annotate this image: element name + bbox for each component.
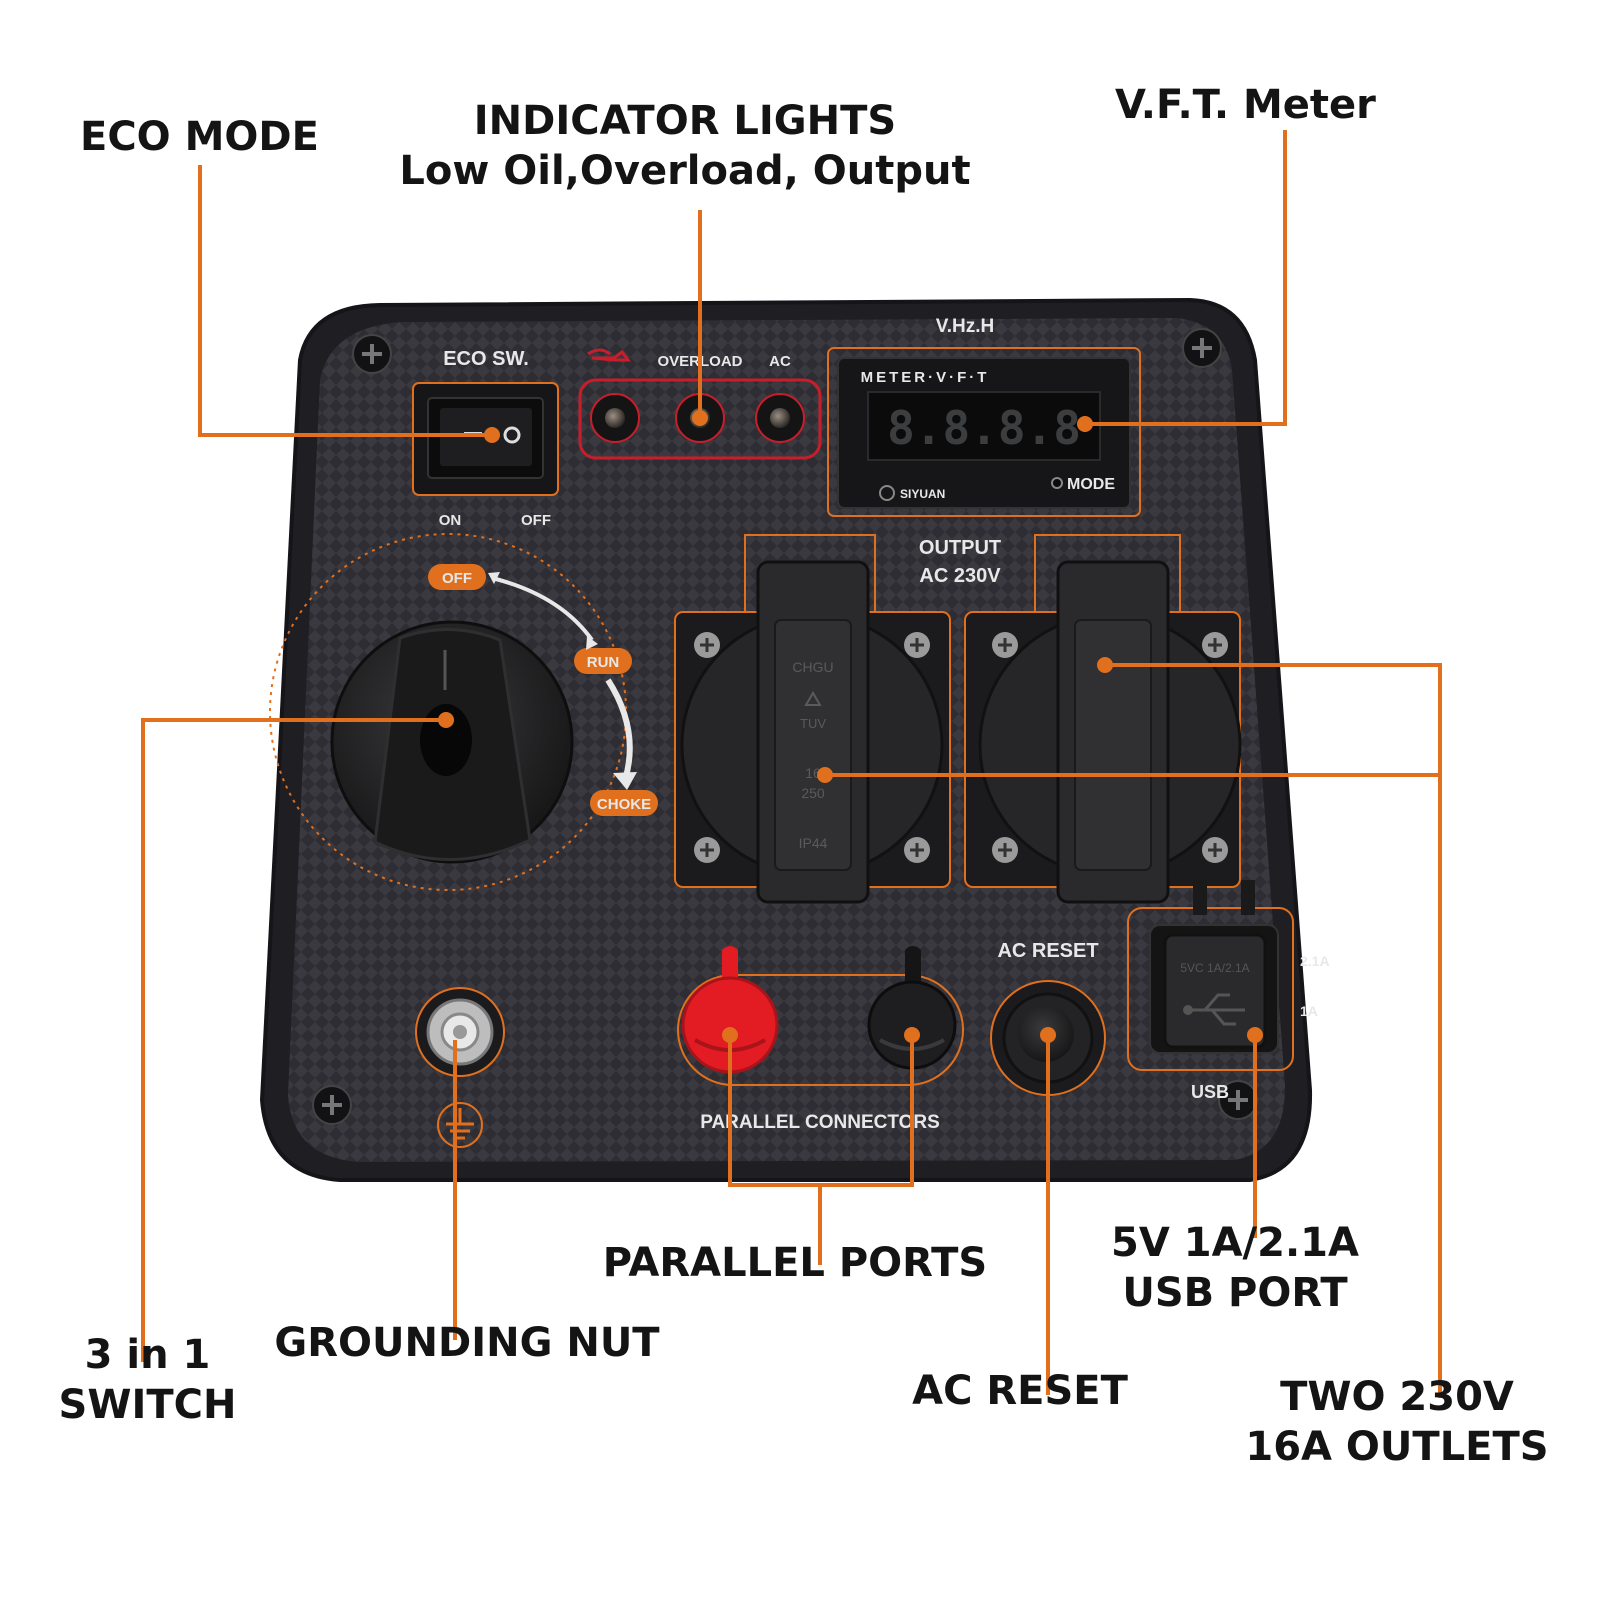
socket-rating-a: 16 <box>805 765 821 781</box>
callout-indicator-lights: INDICATOR LIGHTS Low Oil,Overload, Outpu… <box>380 96 990 196</box>
dial-run-label: RUN <box>587 654 620 671</box>
vhz-label: V.Hz.H <box>936 316 994 337</box>
low-oil-led <box>590 393 640 443</box>
callout-3in1-switch: 3 in 1 SWITCH <box>40 1330 255 1430</box>
dial-choke-label: CHOKE <box>597 796 651 813</box>
panel-screws <box>312 328 1258 1125</box>
run-arrow-icon <box>491 576 594 642</box>
output-label: OUTPUT <box>919 537 1001 559</box>
choke-arrow-icon <box>605 678 633 781</box>
socket-brand: CHGU <box>792 659 833 675</box>
parallel-port-black[interactable] <box>867 946 957 1070</box>
callout-grounding-nut: GROUNDING NUT <box>274 1320 660 1366</box>
socket-cert: TUV <box>800 716 826 731</box>
eco-switch-label: ECO SW. <box>443 348 529 370</box>
leader-3in1-switch <box>141 718 446 1362</box>
screw-icon <box>1202 632 1228 658</box>
usb-cap-label: 5VC 1A/2.1A <box>1180 961 1249 975</box>
callout-usb-line1: 5V 1A/2.1A <box>1111 1220 1359 1266</box>
warning-triangle-icon <box>804 691 822 706</box>
usb-21a-label: 2.1A <box>1300 953 1330 969</box>
meter-brand: SIYUAN <box>900 487 945 501</box>
ground-symbol-icon <box>437 1102 483 1148</box>
socket-rating-v: 250 <box>801 785 825 801</box>
callout-outlets: TWO 230V 16A OUTLETS <box>1242 1372 1552 1472</box>
dial-choke-badge <box>590 790 658 816</box>
mode-button[interactable] <box>1051 477 1063 489</box>
callout-usb-port: 5V 1A/2.1A USB PORT <box>1090 1218 1380 1318</box>
eco-off-label: OFF <box>521 512 551 529</box>
screw-icon <box>694 632 720 658</box>
callout-usb-line2: USB PORT <box>1122 1270 1348 1316</box>
leader-vft-meter <box>1085 130 1287 426</box>
callout-switch-line1: 3 in 1 <box>84 1332 211 1378</box>
parallel-connectors-label: PARALLEL CONNECTORS <box>700 1112 940 1133</box>
meter-display: 8.8.8.8 <box>887 401 1081 455</box>
screw-icon <box>904 632 930 658</box>
screw-icon <box>992 632 1018 658</box>
vft-meter: V.Hz.H METER·V·F·T 8.8.8.8 SIYUAN MODE <box>827 316 1141 517</box>
screw-icon <box>1182 328 1222 368</box>
ac-output-led <box>755 393 805 443</box>
outlet-left[interactable]: CHGU TUV 16 250 IP44 <box>674 534 951 904</box>
callout-outlets-line2: 16A OUTLETS <box>1245 1424 1549 1470</box>
callout-indicator-subtitle: Low Oil,Overload, Output <box>399 148 971 194</box>
callout-leader-lines <box>141 130 1442 1398</box>
brand-logo-icon <box>879 485 895 501</box>
callout-parallel-ports: PARALLEL PORTS <box>602 1240 988 1286</box>
parallel-connectors[interactable]: PARALLEL CONNECTORS <box>677 946 964 1133</box>
leader-eco-mode <box>198 165 492 437</box>
usb-panel-label: USB <box>1191 1082 1229 1102</box>
meter-title: METER·V·F·T <box>861 369 990 386</box>
screw-icon <box>904 837 930 863</box>
dial-off-label: OFF <box>442 570 472 587</box>
oil-can-icon <box>587 348 631 362</box>
eco-on-label: ON <box>439 512 462 529</box>
screw-icon <box>694 837 720 863</box>
leader-outlets <box>825 663 1442 1398</box>
callout-indicator-title: INDICATOR LIGHTS <box>473 98 897 144</box>
usb-cover[interactable] <box>1163 933 1267 1049</box>
outlet-right[interactable] <box>964 534 1242 904</box>
callout-vft-meter: V.F.T. Meter <box>1115 82 1376 128</box>
callout-ac-reset: AC RESET <box>912 1368 1128 1414</box>
three-in-one-switch[interactable]: OFF RUN CHOKE <box>269 533 658 891</box>
screw-icon <box>352 334 392 374</box>
leader-parallel-ports <box>728 1035 914 1265</box>
usb-port[interactable]: 5VC 1A/2.1A 2.1A 1A USB <box>1127 880 1330 1102</box>
meter-mode-label: MODE <box>1067 476 1115 493</box>
screw-icon <box>1202 837 1228 863</box>
callout-switch-line2: SWITCH <box>58 1382 237 1428</box>
parallel-port-red[interactable] <box>681 946 779 1074</box>
dial-run-badge <box>574 648 632 674</box>
off-mark-icon <box>503 426 521 444</box>
screw-icon <box>312 1085 352 1125</box>
ac-label: AC <box>769 353 791 370</box>
callout-outlets-line1: TWO 230V <box>1280 1374 1514 1420</box>
grounding-nut[interactable] <box>415 987 505 1148</box>
callout-eco-mode: ECO MODE <box>80 114 319 160</box>
output-voltage-label: AC 230V <box>919 565 1001 587</box>
screw-icon <box>992 837 1018 863</box>
usb-symbol-icon <box>1183 993 1245 1026</box>
leader-dots <box>438 410 1263 1043</box>
dial-off-badge <box>428 564 486 590</box>
socket-ip: IP44 <box>799 835 828 851</box>
usb-1a-label: 1A <box>1300 1003 1318 1019</box>
ac-reset-panel-label: AC RESET <box>997 940 1098 962</box>
